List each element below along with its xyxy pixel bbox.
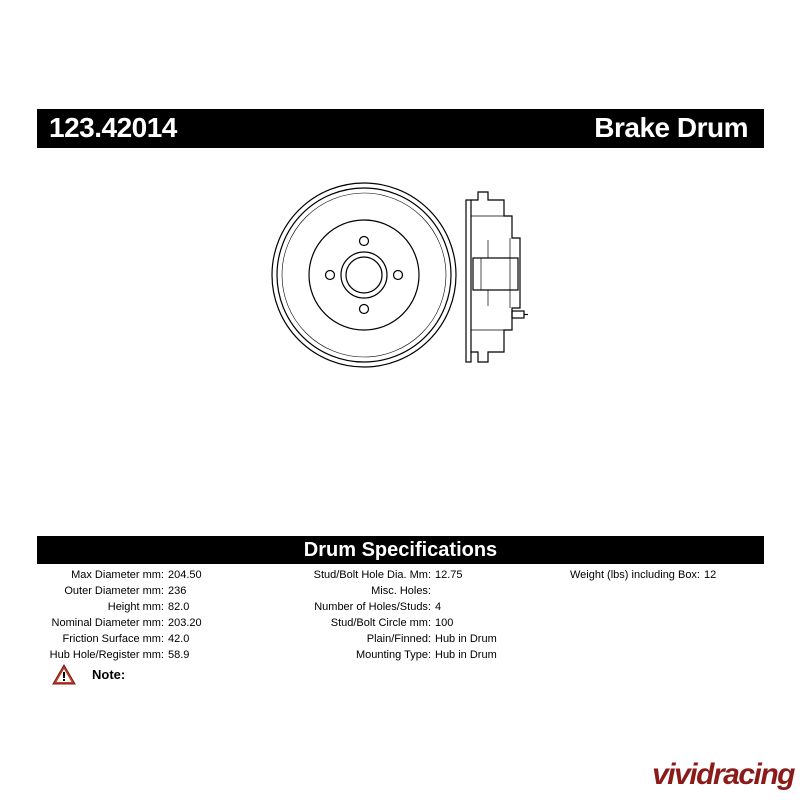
spec-row: Misc. Holes: [300,583,497,599]
spec-label: Nominal Diameter mm: [51,617,164,629]
spec-label: Max Diameter mm: [71,569,164,581]
spec-row: Stud/Bolt Circle mm: 100 [300,615,497,631]
spec-row: Hub Hole/Register mm: 58.9 [40,647,202,663]
spec-value: 58.9 [168,649,190,661]
spec-value: Hub in Drum [435,649,497,661]
specs-column-1: Max Diameter mm: 204.50 Outer Diameter mm… [40,567,202,663]
spec-row: Outer Diameter mm: 236 [40,583,202,599]
spec-label: Stud/Bolt Circle mm: [330,617,431,629]
spec-row: Weight (lbs) including Box: 12 [540,567,716,583]
spec-value: 100 [435,617,454,629]
brake-drum-drawing [271,182,528,368]
spec-value: 4 [435,601,442,613]
spec-row: Mounting Type: Hub in Drum [300,647,497,663]
drum-front-view [271,182,457,368]
spec-value: 236 [168,585,187,597]
spec-row: Friction Surface mm: 42.0 [40,631,202,647]
spec-label: Misc. Holes: [371,585,431,597]
specs-column-2: Stud/Bolt Hole Dia. Mm: 12.75 Misc. Holes… [300,567,497,663]
note-row: Note: [52,664,125,685]
spec-value: 42.0 [168,633,190,645]
spec-label: Stud/Bolt Hole Dia. Mm: [313,569,431,581]
vividracing-watermark: vividracing [652,758,795,791]
spec-label: Hub Hole/Register mm: [49,649,164,661]
drum-specifications-header: Drum Specifications [37,536,764,564]
spec-row: Stud/Bolt Hole Dia. Mm: 12.75 [300,567,497,583]
spec-value: 204.50 [168,569,202,581]
spec-value [431,583,435,599]
part-number: 123.42014 [49,112,177,143]
spec-label: Number of Holes/Studs: [314,601,431,613]
title-bar: 123.42014 Brake Drum [37,109,764,148]
spec-value: 203.20 [168,617,202,629]
spec-row: Nominal Diameter mm: 203.20 [40,615,202,631]
spec-label: Mounting Type: [355,649,431,661]
spec-row: Number of Holes/Studs: 4 [300,599,497,615]
warning-icon [52,664,76,685]
specs-column-3: Weight (lbs) including Box: 12 [540,567,716,583]
spec-label: Weight (lbs) including Box: [569,569,700,581]
spec-row: Height mm: 82.0 [40,599,202,615]
spec-row: Max Diameter mm: 204.50 [40,567,202,583]
spec-value: 12 [704,569,717,581]
spec-value: 82.0 [168,601,190,613]
spec-row: Plain/Finned: Hub in Drum [300,631,497,647]
spec-label: Plain/Finned: [366,633,431,645]
drum-side-view [465,191,528,363]
spec-value: Hub in Drum [435,633,497,645]
spec-label: Height mm: [107,601,164,613]
spec-value: 12.75 [435,569,463,581]
product-type: Brake Drum [594,112,748,143]
note-label: Note: [92,667,126,682]
spec-label: Outer Diameter mm: [64,585,164,597]
spec-label: Friction Surface mm: [62,633,164,645]
